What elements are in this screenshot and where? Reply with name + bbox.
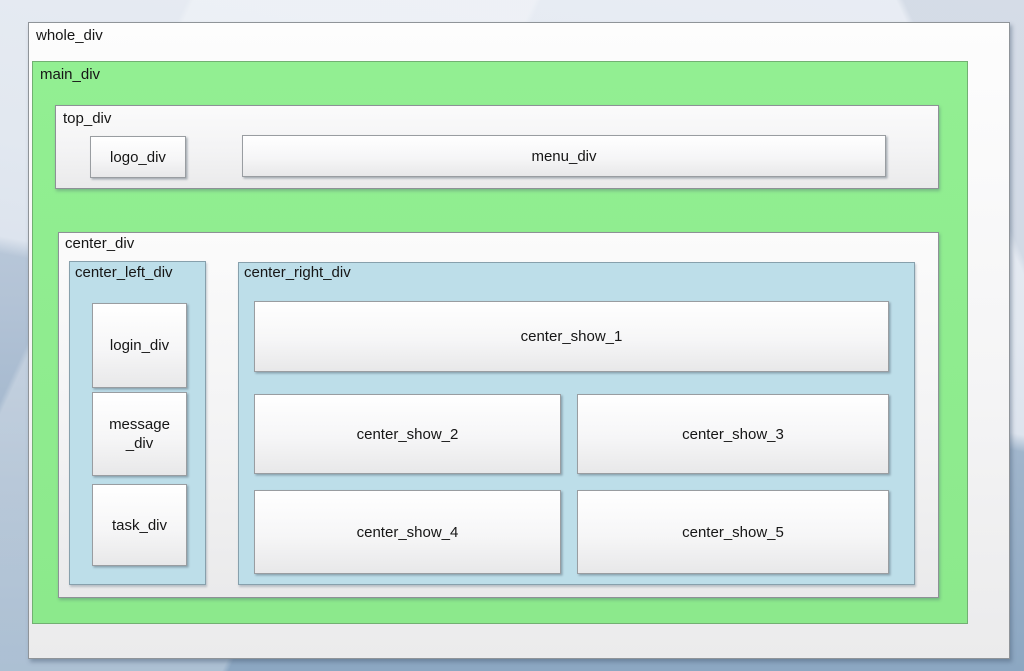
whole-div-box: whole_div main_div top_div logo_div menu… bbox=[28, 22, 1010, 659]
center-div-label: center_div bbox=[65, 235, 134, 253]
center-div-box: center_div center_left_div login_div mes… bbox=[58, 232, 939, 598]
login-div-box: login_div bbox=[92, 303, 187, 388]
center-right-div-box: center_right_div center_show_1 center_sh… bbox=[238, 262, 915, 585]
center-left-div-label: center_left_div bbox=[75, 264, 173, 282]
top-div-box: top_div logo_div menu_div bbox=[55, 105, 939, 189]
message-div-box: message _div bbox=[92, 392, 187, 476]
center-show-2-box: center_show_2 bbox=[254, 394, 561, 474]
center-show-5-box: center_show_5 bbox=[577, 490, 889, 574]
center-show-1-box: center_show_1 bbox=[254, 301, 889, 372]
top-div-label: top_div bbox=[63, 110, 111, 128]
center-show-4-box: center_show_4 bbox=[254, 490, 561, 574]
main-div-label: main_div bbox=[40, 66, 100, 84]
main-div-box: main_div top_div logo_div menu_div cente… bbox=[32, 61, 968, 624]
whole-div-label: whole_div bbox=[36, 27, 103, 45]
center-show-3-box: center_show_3 bbox=[577, 394, 889, 474]
logo-div-box: logo_div bbox=[90, 136, 186, 178]
menu-div-box: menu_div bbox=[242, 135, 886, 177]
task-div-box: task_div bbox=[92, 484, 187, 566]
center-right-div-label: center_right_div bbox=[244, 264, 351, 282]
center-left-div-box: center_left_div login_div message _div t… bbox=[69, 261, 206, 585]
